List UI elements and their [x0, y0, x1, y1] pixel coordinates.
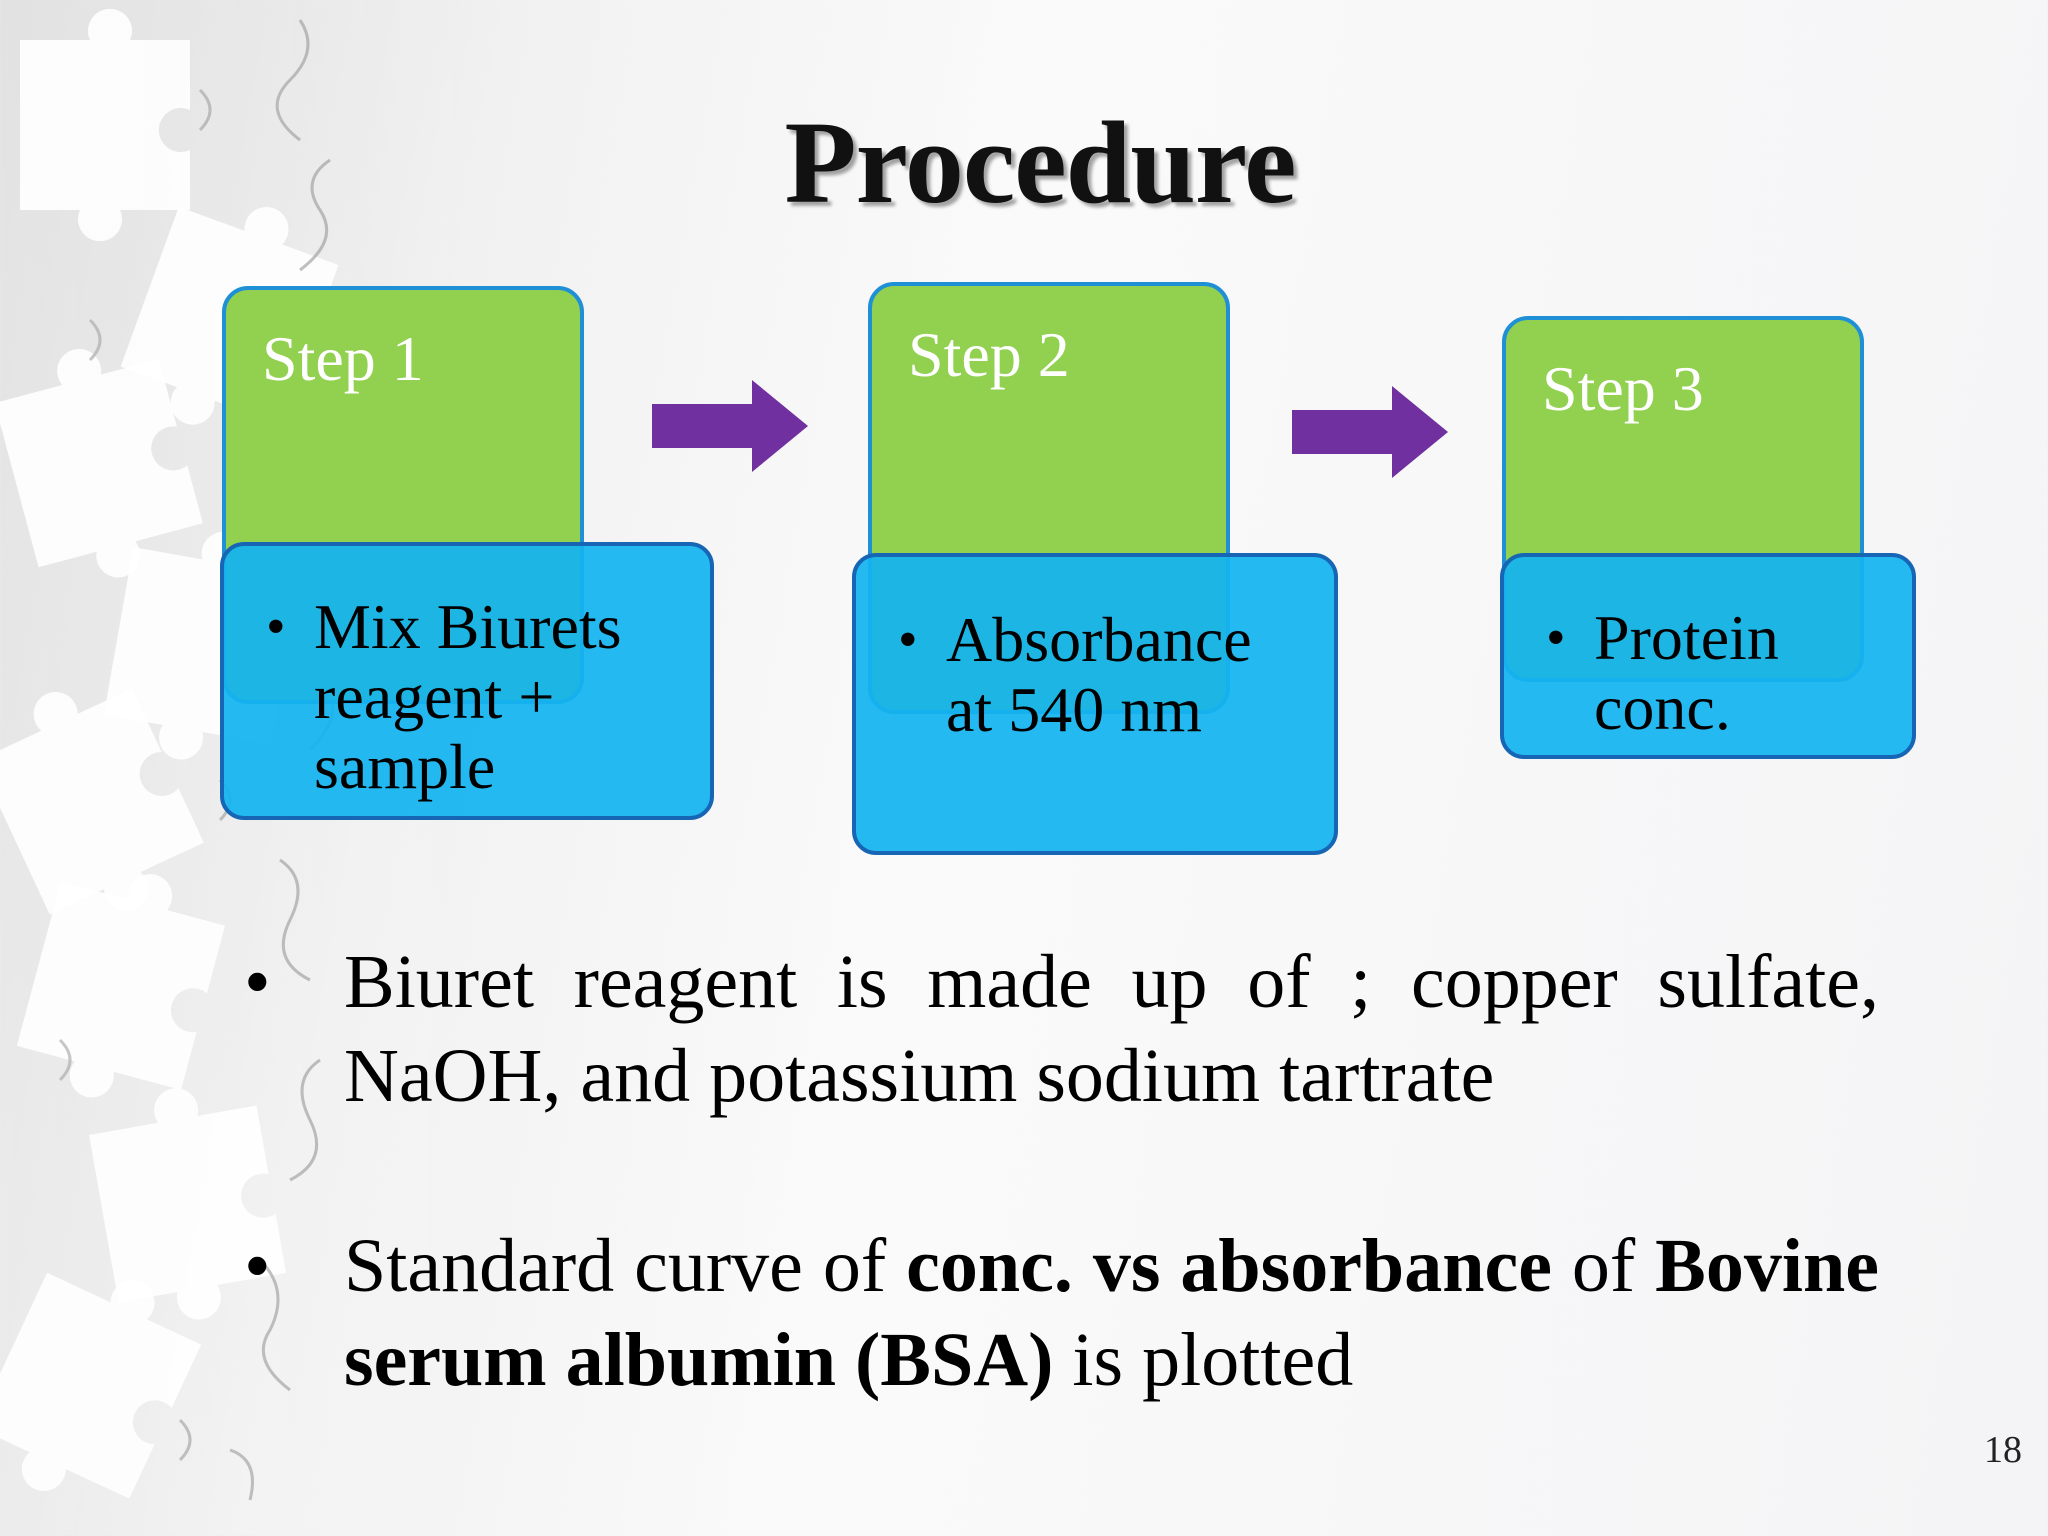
step-2-label: Step 2	[908, 319, 1070, 390]
step-3-text: Protein conc.	[1504, 603, 1912, 743]
bullet-biuret-reagent: Biuret reagent is made up of ; copper su…	[244, 935, 1879, 1123]
step-2-text: Absorbance at 540 nm	[856, 605, 1334, 745]
slide-title: Procedure	[784, 97, 1297, 228]
bullet-list: Biuret reagent is made up of ; copper su…	[244, 935, 1879, 1503]
bullet-2-bold-2: Bovine serum albumin (BSA)	[344, 1224, 1879, 1402]
page-number: 18	[1984, 1429, 2022, 1471]
bullet-2-text-1: Standard curve of	[344, 1224, 907, 1308]
bullet-2-text-2: of	[1551, 1224, 1656, 1308]
step-2-body: Absorbance at 540 nm	[852, 553, 1338, 855]
step-1-text: Mix Biurets reagent + sample	[224, 592, 710, 802]
bullet-2-text-3: is plotted	[1053, 1318, 1354, 1402]
step-1-label: Step 1	[262, 323, 424, 394]
arrow-right-icon	[652, 380, 808, 472]
arrow-right-icon	[1292, 386, 1448, 478]
bullet-2-bold-1: conc. vs absorbance	[906, 1224, 1552, 1308]
bullet-standard-curve: Standard curve of conc. vs absorbance of…	[244, 1219, 1879, 1407]
step-3-label: Step 3	[1542, 353, 1704, 424]
step-3-body: Protein conc.	[1500, 553, 1916, 759]
step-1-body: Mix Biurets reagent + sample	[220, 542, 714, 820]
